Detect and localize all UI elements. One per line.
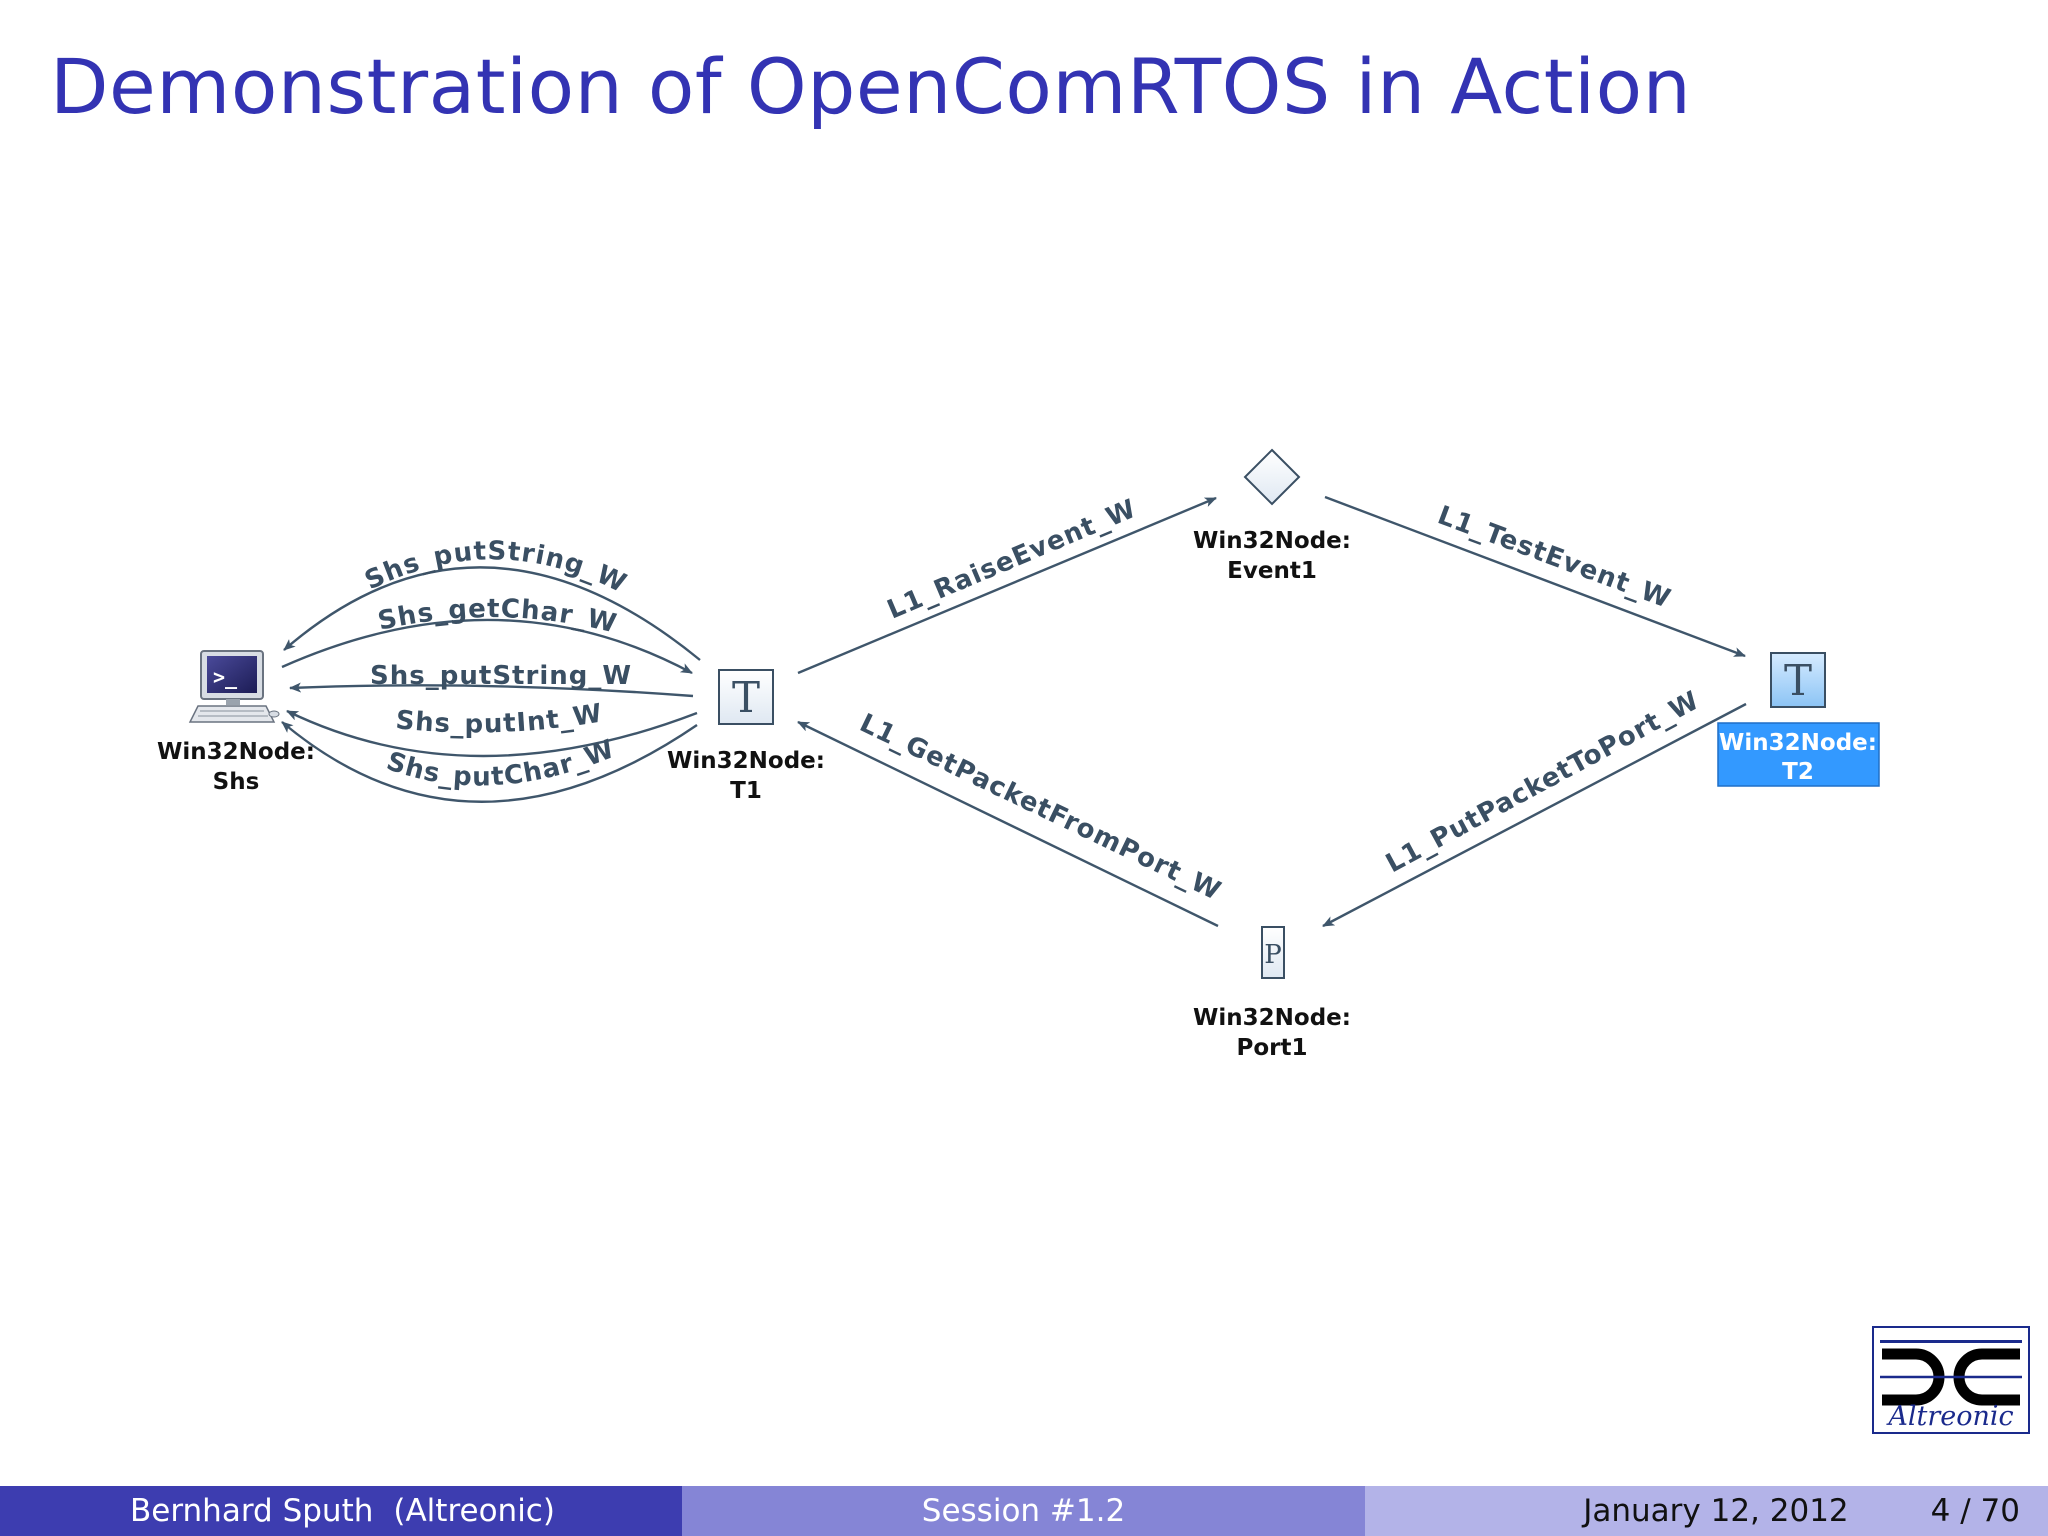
altreonic-logo-graphic: Altreonic bbox=[1880, 1340, 2022, 1432]
slide-title: Demonstration of OpenComRTOS in Action bbox=[50, 42, 1692, 131]
edge-l1-raiseevent bbox=[797, 496, 1217, 675]
edge-label-l1-testevent: L1_TestEvent_W bbox=[1434, 500, 1675, 614]
node-port1[interactable]: P Win32Node: Port1 bbox=[1193, 926, 1351, 1061]
task-T-icon bbox=[1770, 652, 1826, 708]
footer: Bernhard Sputh (Altreonic) Session #1.2 … bbox=[0, 1486, 2048, 1536]
edge-shs-putstring-mid bbox=[289, 682, 694, 698]
edge-shs-getchar bbox=[281, 618, 693, 675]
footer-author: Bernhard Sputh bbox=[130, 1493, 374, 1529]
port-glyph: P bbox=[1264, 940, 1282, 970]
port-P-icon bbox=[1261, 926, 1285, 979]
node-t1-label-line1: Win32Node: bbox=[667, 748, 825, 774]
node-t2-label-line1: Win32Node: bbox=[1719, 730, 1877, 756]
svg-text:>_: >_ bbox=[213, 665, 238, 689]
footer-date: January 12, 2012 bbox=[1583, 1493, 1849, 1529]
selection-highlight bbox=[1717, 722, 1880, 787]
node-event1-label-line2: Event1 bbox=[1227, 558, 1317, 584]
footer-author-cell: Bernhard Sputh (Altreonic) bbox=[0, 1486, 682, 1536]
node-t2[interactable]: T Win32Node: T2 bbox=[1717, 652, 1880, 787]
event-diamond-icon bbox=[1243, 448, 1301, 506]
node-t1[interactable]: T Win32Node: T1 bbox=[667, 669, 825, 804]
task-glyph: T bbox=[1784, 656, 1812, 705]
footer-session-cell: Session #1.2 bbox=[682, 1486, 1365, 1536]
node-t2-label-line2: T2 bbox=[1782, 759, 1814, 785]
edge-l1-testevent bbox=[1324, 495, 1746, 658]
footer-affiliation: (Altreonic) bbox=[393, 1493, 555, 1529]
edge-label-shs-putstring-mid: Shs_putString_W bbox=[370, 661, 632, 691]
edge-label-shs-getchar: Shs_getChar_W bbox=[375, 594, 620, 639]
edge-label-shs-putint: Shs_putInt_W bbox=[394, 699, 605, 740]
edge-label-l1-getpacketfromport: L1_GetPacketFromPort_W bbox=[855, 708, 1226, 907]
terminal-computer-icon: >_ bbox=[188, 650, 280, 723]
node-port1-label-line1: Win32Node: bbox=[1193, 1005, 1351, 1031]
task-T-icon bbox=[718, 669, 774, 725]
node-shs-label-line2: Shs bbox=[213, 769, 260, 795]
task-glyph: T bbox=[732, 673, 760, 722]
node-event1[interactable]: Win32Node: Event1 bbox=[1193, 448, 1351, 584]
node-t1-label-line2: T1 bbox=[730, 778, 762, 804]
edge-shs-putchar bbox=[281, 721, 698, 803]
edge-l1-getpacketfromport bbox=[797, 720, 1219, 928]
edge-shs-putint bbox=[286, 709, 698, 758]
node-event1-label-line1: Win32Node: bbox=[1193, 528, 1351, 554]
node-shs-label-line1: Win32Node: bbox=[157, 739, 315, 765]
altreonic-logo: Altreonic bbox=[1872, 1326, 2030, 1434]
edge-label-l1-putpackettoport: L1_PutPacketToPort_W bbox=[1381, 685, 1705, 879]
edge-shs-putstring-top bbox=[283, 566, 701, 661]
diagram: Shs_putString_W Shs_getChar_W Shs_putStr… bbox=[157, 448, 1880, 1061]
footer-date-cell: January 12, 2012 4 / 70 bbox=[1365, 1486, 2048, 1536]
edge-label-l1-raiseevent: L1_RaiseEvent_W bbox=[883, 494, 1141, 626]
node-shs[interactable]: >_ Win32Node: Shs bbox=[157, 650, 315, 795]
logo-text: Altreonic bbox=[1885, 1401, 2013, 1432]
footer-session: Session #1.2 bbox=[921, 1493, 1126, 1529]
edge-l1-putpackettoport bbox=[1322, 702, 1747, 928]
node-port1-label-line2: Port1 bbox=[1237, 1035, 1308, 1061]
footer-page-number: 4 / 70 bbox=[1930, 1493, 2020, 1529]
